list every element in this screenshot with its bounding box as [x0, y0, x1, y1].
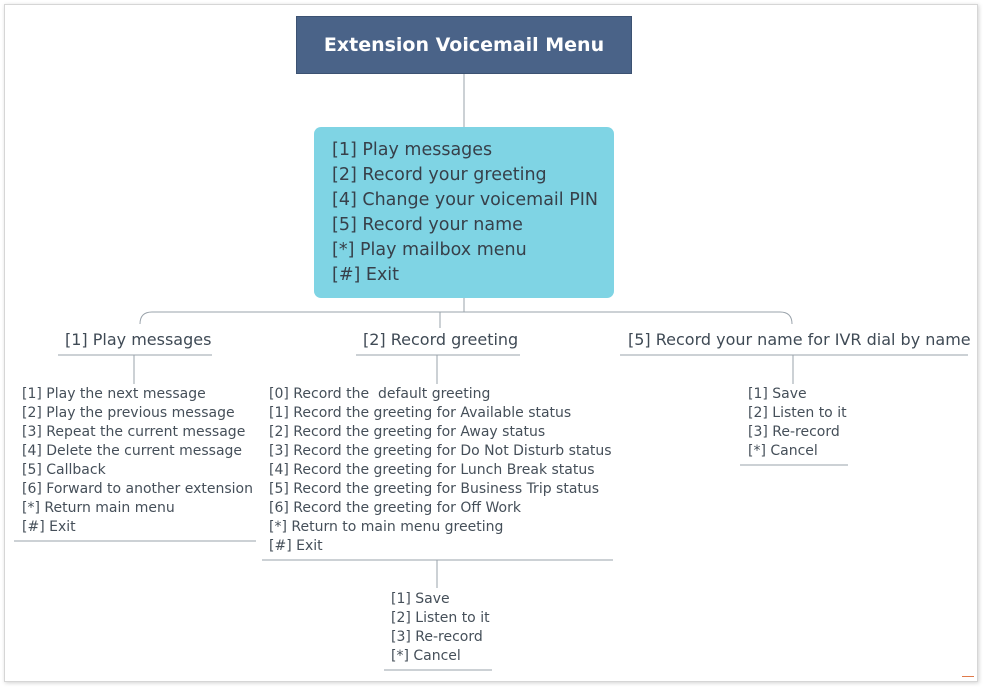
list-item: [0] Record the default greeting	[269, 386, 491, 402]
list-item: [3] Re-record	[748, 424, 840, 440]
list-item: [*] Return to main menu greeting	[269, 519, 504, 535]
branch-title-play: [1] Play messages	[65, 330, 212, 349]
main-menu-box: [1] Play messages [2] Record your greeti…	[314, 127, 614, 298]
main-menu-item: [#] Exit	[332, 265, 400, 285]
diagram-title-text: Extension Voicemail Menu	[323, 34, 605, 56]
main-menu-item: [5] Record your name	[332, 215, 523, 235]
play-messages-list: [1] Play the next message [2] Play the p…	[22, 385, 253, 537]
branch-title-record-greeting: [2] Record greeting	[363, 330, 519, 349]
list-item: [2] Listen to it	[391, 610, 490, 626]
list-item: [*] Cancel	[391, 648, 461, 664]
list-item: [6] Forward to another extension	[22, 481, 253, 497]
connector-branch-bar	[139, 311, 793, 325]
corner-resize-mark	[962, 676, 974, 682]
list-item: [5] Callback	[22, 462, 106, 478]
list-item: [1] Save	[748, 386, 807, 402]
list-item: [3] Record the greeting for Do Not Distu…	[269, 443, 612, 459]
list-item: [2] Play the previous message	[22, 405, 235, 421]
list-item: [2] Listen to it	[748, 405, 847, 421]
list-item: [*] Cancel	[748, 443, 818, 459]
list-item: [1] Play the next message	[22, 386, 206, 402]
main-menu-item: [4] Change your voicemail PIN	[332, 190, 599, 210]
list-item: [4] Record the greeting for Lunch Break …	[269, 462, 595, 478]
record-greeting-list: [0] Record the default greeting [1] Reco…	[269, 385, 612, 556]
list-item: [5] Record the greeting for Business Tri…	[269, 481, 600, 497]
list-item: [#] Exit	[22, 519, 76, 535]
main-menu-item: [*] Play mailbox menu	[332, 240, 527, 260]
list-item: [3] Repeat the current message	[22, 424, 246, 440]
list-item: [1] Record the greeting for Available st…	[269, 405, 572, 421]
diagram-canvas	[4, 4, 978, 682]
list-item: [6] Record the greeting for Off Work	[269, 500, 521, 516]
list-item: [4] Delete the current message	[22, 443, 243, 459]
record-name-list: [1] Save [2] Listen to it [3] Re-record …	[748, 385, 847, 461]
list-item: [*] Return main menu	[22, 500, 175, 516]
main-menu-item: [1] Play messages	[332, 140, 493, 160]
record-greeting-sub-list: [1] Save [2] Listen to it [3] Re-record …	[391, 590, 490, 666]
list-item: [2] Record the greeting for Away status	[269, 424, 546, 440]
list-item: [3] Re-record	[391, 629, 483, 645]
list-item: [1] Save	[391, 591, 450, 607]
main-menu-item: [2] Record your greeting	[332, 165, 547, 185]
diagram-title: Extension Voicemail Menu	[296, 16, 632, 74]
branch-title-record-name: [5] Record your name for IVR dial by nam…	[628, 330, 971, 349]
list-item: [#] Exit	[269, 538, 323, 554]
